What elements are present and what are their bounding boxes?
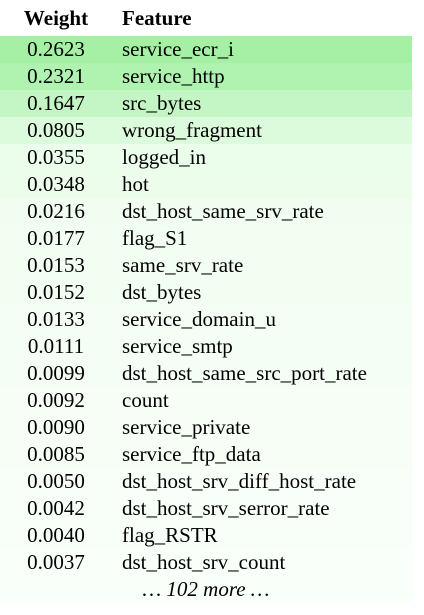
feature-cell: service_private: [122, 415, 251, 439]
table-row: 0.0216 dst_host_same_srv_rate: [0, 198, 412, 225]
more-rows-label: … 102 more …: [142, 577, 270, 601]
feature-cell: service_smtp: [122, 334, 233, 358]
feature-cell: count: [122, 388, 169, 412]
weight-cell: 0.0133: [27, 307, 85, 331]
table-row: 0.0092 count: [0, 387, 412, 414]
weight-cell: 0.0111: [27, 334, 85, 358]
table-row: 0.2321 service_http: [0, 63, 412, 90]
table-row: 0.0133 service_domain_u: [0, 306, 412, 333]
weight-cell: 0.0040: [27, 523, 85, 547]
table-row: 0.0042 dst_host_srv_serror_rate: [0, 495, 412, 522]
weight-cell: 0.2623: [27, 37, 85, 61]
table-row: 0.0153 same_srv_rate: [0, 252, 412, 279]
table-row: 0.0090 service_private: [0, 414, 412, 441]
weight-cell: 0.1647: [27, 91, 85, 115]
more-rows-row: … 102 more …: [0, 576, 412, 603]
table-row: 0.0037 dst_host_srv_count: [0, 549, 412, 576]
weight-cell: 0.0042: [27, 496, 85, 520]
feature-cell: wrong_fragment: [122, 118, 262, 142]
feature-column-header: Feature: [122, 6, 192, 30]
weight-cell: 0.0355: [27, 145, 85, 169]
table-row: 0.0152 dst_bytes: [0, 279, 412, 306]
feature-cell: dst_host_srv_serror_rate: [122, 496, 330, 520]
feature-cell: dst_host_same_srv_rate: [122, 199, 324, 223]
weight-cell: 0.0090: [27, 415, 85, 439]
weight-cell: 0.0216: [27, 199, 85, 223]
table-row: 0.0111 service_smtp: [0, 333, 412, 360]
feature-cell: dst_host_srv_diff_host_rate: [122, 469, 357, 493]
feature-cell: flag_S1: [122, 226, 188, 250]
feature-cell: service_http: [122, 64, 225, 88]
table-row: 0.1647 src_bytes: [0, 90, 412, 117]
weight-column-header: Weight: [23, 6, 89, 30]
table-row: 0.0085 service_ftp_data: [0, 441, 412, 468]
weight-cell: 0.0037: [27, 550, 85, 574]
weight-cell: 0.0177: [27, 226, 85, 250]
feature-cell: dst_host_srv_count: [122, 550, 286, 574]
feature-cell: same_srv_rate: [122, 253, 244, 277]
feature-cell: logged_in: [122, 145, 206, 169]
table-row: 0.0348 hot: [0, 171, 412, 198]
weight-cell: 0.0092: [27, 388, 85, 412]
table-row: 0.0050 dst_host_srv_diff_host_rate: [0, 468, 412, 495]
weight-cell: 0.0099: [27, 361, 85, 385]
table-header-row: Weight Feature: [0, 0, 412, 36]
feature-cell: hot: [122, 172, 149, 196]
table-row: 0.0040 flag_RSTR: [0, 522, 412, 549]
weight-cell: 0.0348: [27, 172, 85, 196]
table-row: 0.0177 flag_S1: [0, 225, 412, 252]
feature-cell: service_ftp_data: [122, 442, 261, 466]
weight-cell: 0.0085: [27, 442, 85, 466]
feature-cell: flag_RSTR: [122, 523, 218, 547]
table-row: 0.0355 logged_in: [0, 144, 412, 171]
weight-cell: 0.0152: [27, 280, 85, 304]
table-row: 0.2623 service_ecr_i: [0, 36, 412, 63]
table-row: 0.0099 dst_host_same_src_port_rate: [0, 360, 412, 387]
feature-cell: dst_host_same_src_port_rate: [122, 361, 367, 385]
feature-cell: src_bytes: [122, 91, 202, 115]
table-row: 0.0805 wrong_fragment: [0, 117, 412, 144]
weight-cell: 0.0805: [27, 118, 85, 142]
feature-cell: service_domain_u: [122, 307, 276, 331]
weight-cell: 0.2321: [27, 64, 85, 88]
feature-cell: dst_bytes: [122, 280, 202, 304]
weight-cell: 0.0050: [27, 469, 85, 493]
feature-cell: service_ecr_i: [122, 37, 234, 61]
weight-cell: 0.0153: [27, 253, 85, 277]
